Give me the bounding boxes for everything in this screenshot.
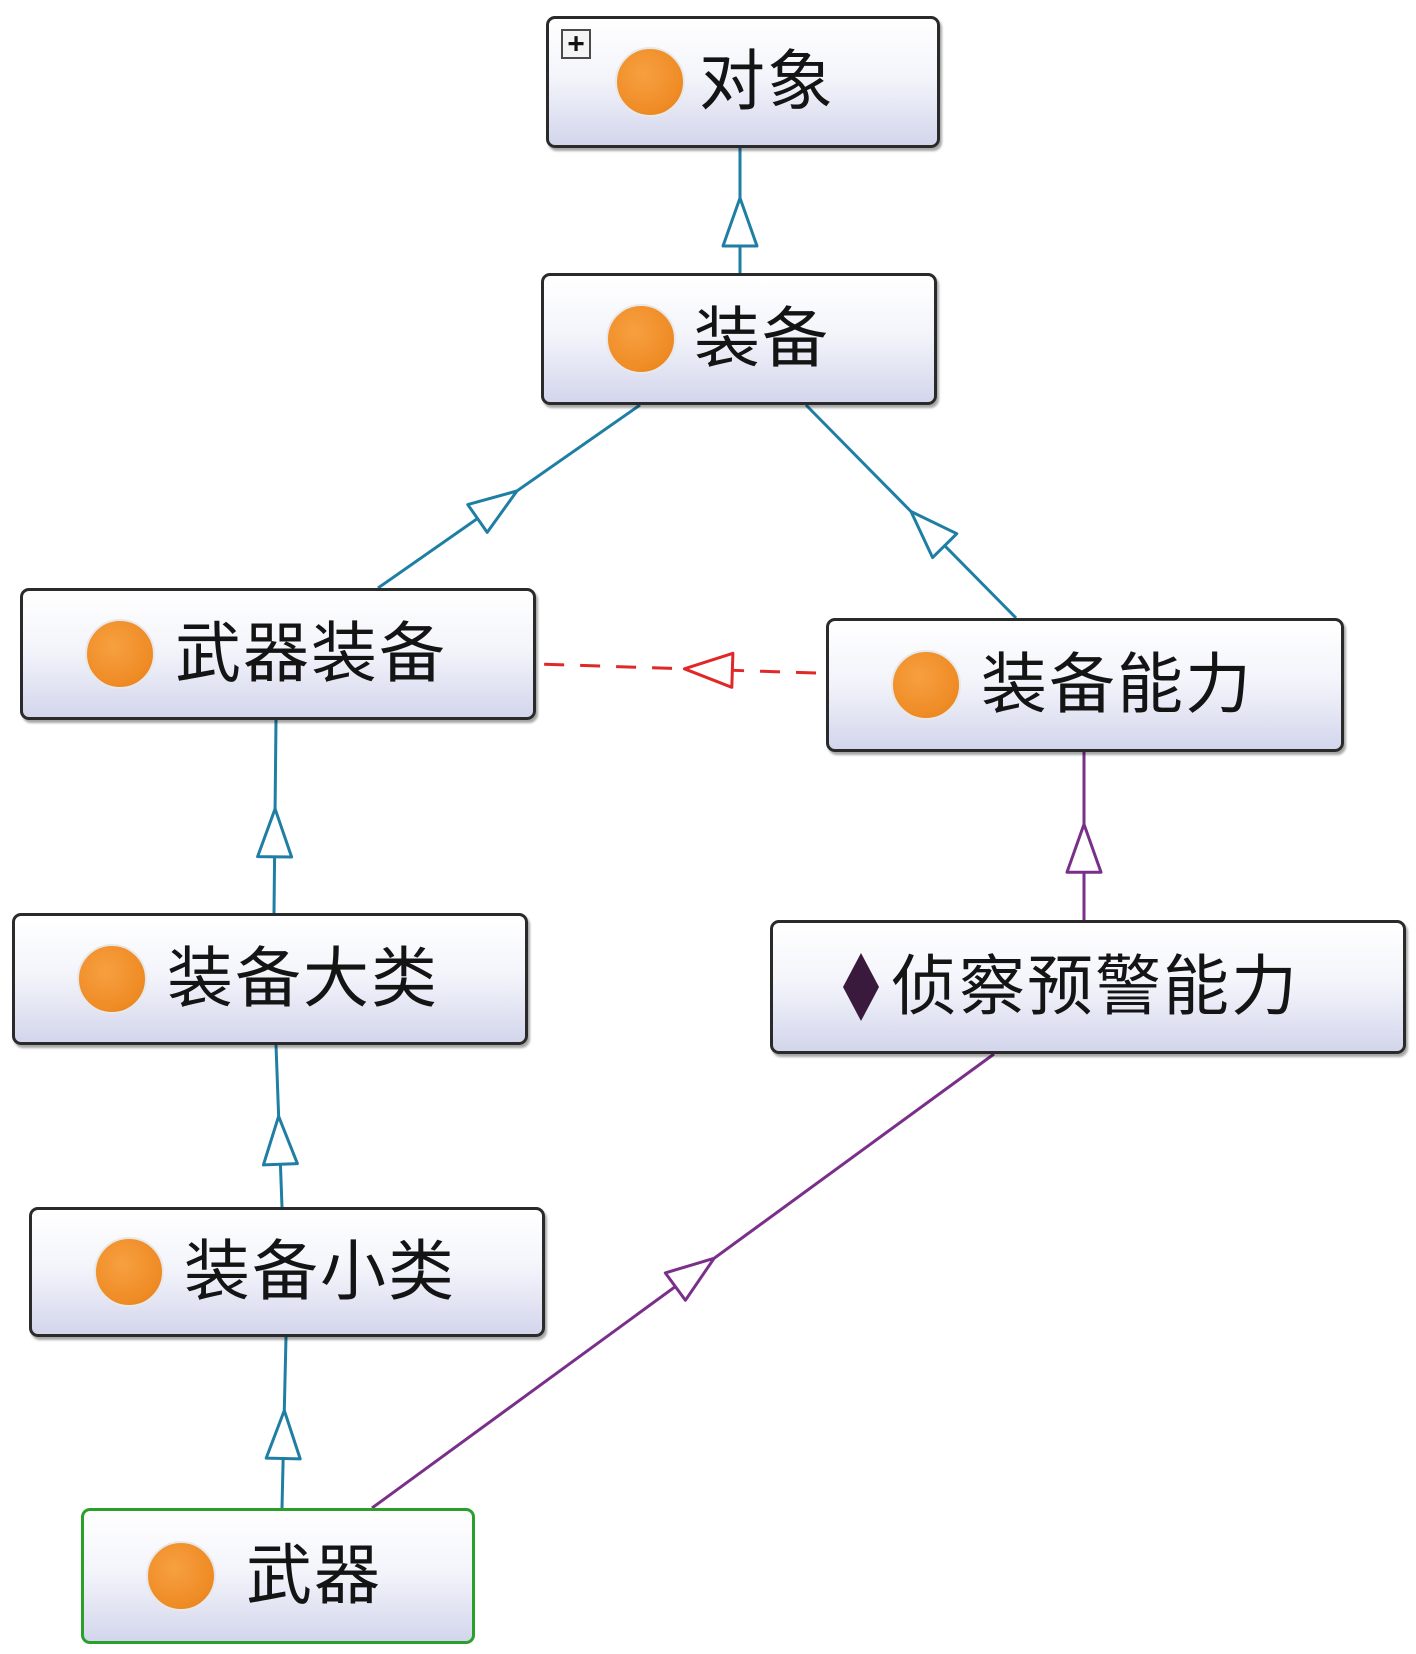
node-equipment-category[interactable]: 装备大类 (12, 913, 528, 1045)
edge-equipment-capability-to-equipment[interactable] (804, 403, 1018, 620)
arrowhead-icon (721, 196, 759, 248)
class-circle-icon (94, 1237, 164, 1307)
node-equipment[interactable]: 装备 (541, 273, 937, 405)
node-label: 武器 (246, 1537, 382, 1614)
node-equipment-subcategory[interactable]: 装备小类 (29, 1207, 545, 1337)
arrowhead-icon (256, 807, 294, 859)
edge-equipment-subcategory-to-category[interactable] (261, 1044, 299, 1208)
node-object[interactable]: + 对象 (546, 16, 940, 148)
individual-diamond-icon (843, 953, 879, 1021)
edge-equipment-to-object[interactable] (721, 148, 759, 273)
node-label: 装备小类 (184, 1233, 456, 1310)
node-label: 侦察预警能力 (891, 948, 1299, 1025)
edge-weapon-equipment-to-equipment[interactable] (377, 403, 641, 590)
arrowhead-icon (261, 1114, 299, 1167)
expand-toggle-icon[interactable]: + (561, 29, 591, 59)
node-label: 对象 (699, 43, 835, 120)
node-recon-warning-capability[interactable]: 侦察预警能力 (770, 920, 1406, 1054)
edge-recon-to-equipment-capability[interactable] (1065, 752, 1103, 920)
arrowhead-icon (682, 651, 735, 689)
class-circle-icon (891, 650, 961, 720)
arrowhead-icon (663, 1256, 716, 1302)
class-circle-icon (77, 944, 147, 1014)
class-circle-icon (615, 47, 685, 117)
node-label: 装备大类 (167, 940, 439, 1017)
arrowhead-icon (1065, 822, 1103, 874)
node-label: 装备 (694, 300, 830, 377)
node-equipment-capability[interactable]: 装备能力 (826, 618, 1344, 752)
edge-weapon-to-recon-capability[interactable] (371, 1052, 995, 1510)
edge-weapon-to-equipment-subcategory[interactable] (264, 1336, 302, 1509)
arrowhead-icon (264, 1409, 302, 1461)
arrowhead-icon (466, 489, 519, 534)
edge-line (535, 662, 817, 675)
class-circle-icon (146, 1541, 216, 1611)
node-label: 装备能力 (981, 646, 1253, 723)
edge-disjoint-capability-weapon-equipment[interactable] (535, 651, 817, 689)
class-circle-icon (606, 304, 676, 374)
node-weapon-equipment[interactable]: 武器装备 (20, 588, 536, 720)
node-label: 武器装备 (175, 615, 447, 692)
class-circle-icon (85, 619, 155, 689)
arrowhead-icon (909, 510, 959, 560)
edge-equipment-category-to-weapon-equipment[interactable] (256, 719, 294, 914)
node-weapon[interactable]: 武器 (81, 1508, 475, 1644)
